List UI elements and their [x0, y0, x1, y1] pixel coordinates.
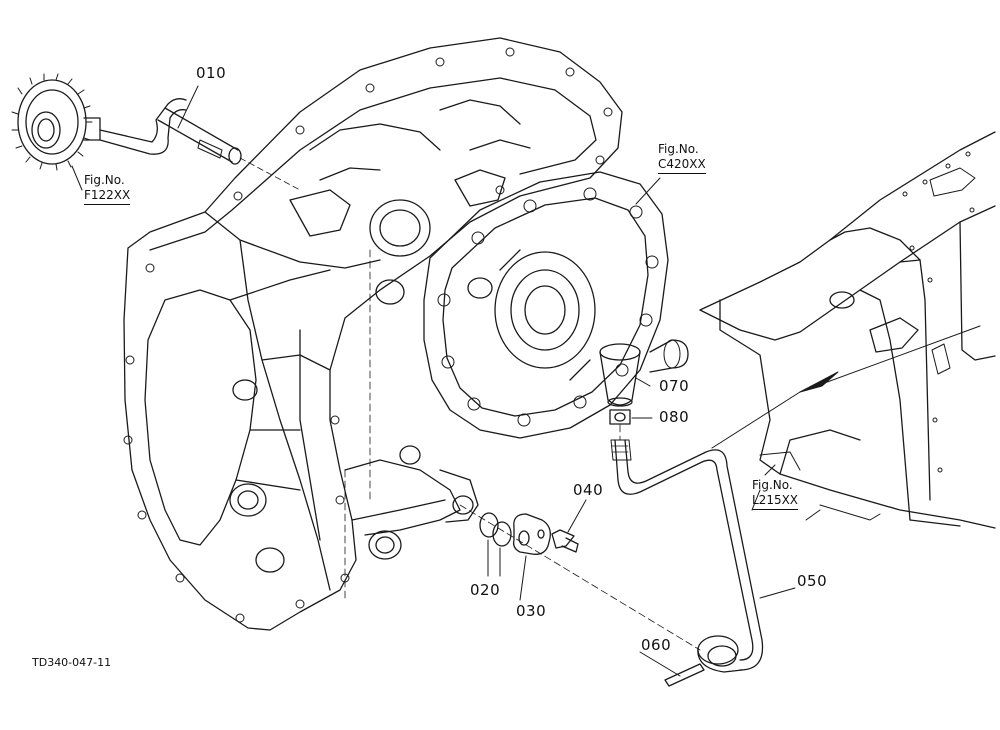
transmission-case: [123, 37, 623, 631]
label-040: 040: [573, 481, 604, 499]
front-cover-bolt-holes: [437, 187, 659, 427]
figure-ref-f122-line2: F122XX: [84, 188, 131, 205]
gear-f122: [11, 73, 101, 171]
drawing-code: TD340-047-11: [32, 656, 112, 669]
assembly-guide-lines: [344, 249, 701, 651]
figure-ref-l215: Fig.No. L215XX: [752, 478, 799, 510]
leader-lines: [71, 85, 821, 677]
figure-ref-l215-line1: Fig.No.: [752, 478, 793, 492]
label-060: 060: [641, 636, 672, 654]
figure-ref-f122: Fig.No. F122XX: [84, 173, 131, 205]
case-bolt-holes: [123, 47, 613, 623]
nut-080: [609, 409, 631, 425]
label-020: 020: [470, 581, 501, 599]
reference-arrow: [711, 325, 981, 449]
shaft-010: [99, 98, 301, 191]
label-070: 070: [659, 377, 690, 395]
lever-rod-050: [610, 439, 764, 673]
figure-ref-l215-line2: L215XX: [752, 493, 799, 510]
label-080: 080: [659, 408, 690, 426]
bolt-040: [551, 529, 579, 553]
figure-ref-c420-line2: C420XX: [658, 157, 706, 174]
figure-ref-f122-line1: Fig.No.: [84, 173, 125, 187]
shaft-boss: [649, 339, 689, 373]
pin-060: [664, 663, 705, 687]
knob-070: [599, 343, 641, 407]
label-050: 050: [797, 572, 828, 590]
frame-l215: [699, 131, 996, 529]
frame-holes: [902, 151, 975, 473]
figure-ref-c420: Fig.No. C420XX: [658, 142, 706, 174]
label-010: 010: [196, 64, 227, 82]
plate-030: [512, 513, 551, 555]
front-cover: [423, 171, 669, 439]
figure-ref-c420-line1: Fig.No.: [658, 142, 699, 156]
o-rings-020: [479, 512, 512, 547]
label-030: 030: [516, 602, 547, 620]
